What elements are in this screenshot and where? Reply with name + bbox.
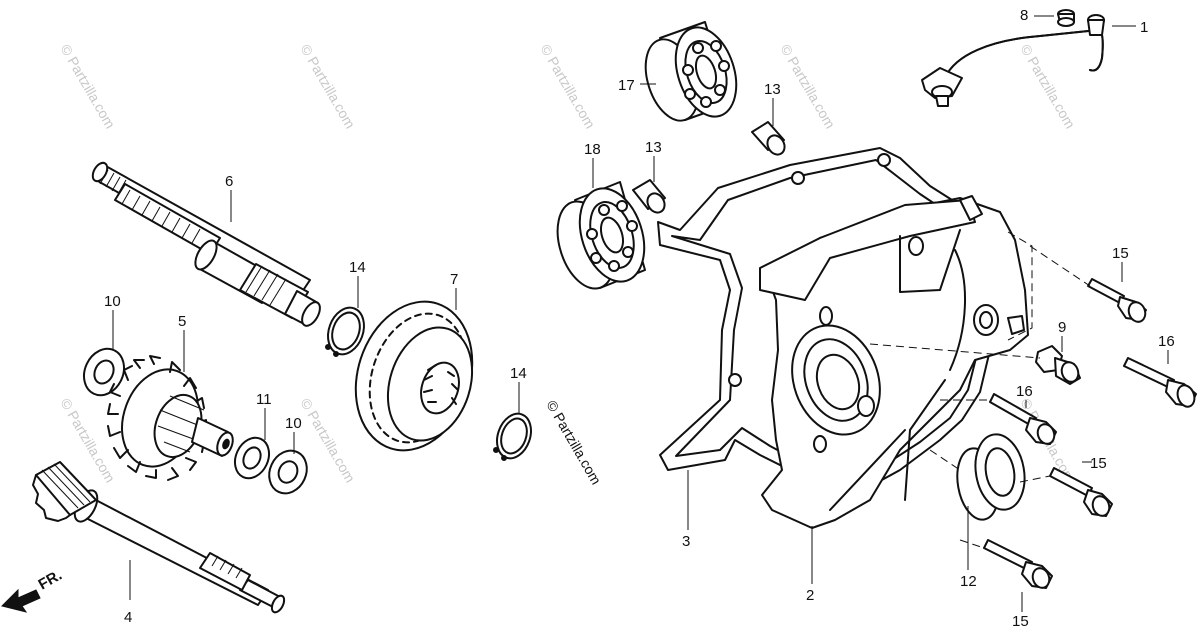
front-direction-arrow: FR.	[1, 567, 65, 613]
label-part-8: 8	[1020, 7, 1028, 24]
label-part-15-a: 15	[1112, 245, 1129, 262]
part-18-bearing	[556, 181, 646, 290]
part-15-bolt-b	[1049, 467, 1113, 517]
part-13-dowel-b	[751, 121, 786, 156]
label-part-15-b: 15	[1090, 455, 1107, 472]
part-4-shaft	[32, 461, 286, 614]
watermark-5: © Partzilla.com	[1017, 42, 1078, 132]
label-part-6: 6	[225, 173, 233, 190]
label-part-2: 2	[806, 587, 814, 604]
leader-lines	[112, 15, 1169, 612]
part-15-bolt-c	[983, 539, 1053, 589]
label-part-13-b: 13	[764, 81, 781, 98]
part-12-oil-seal	[956, 433, 1026, 521]
part-2-transmission-cover	[759, 195, 1029, 529]
label-part-10-b: 10	[285, 415, 302, 432]
front-marker-label: FR.	[36, 567, 65, 594]
label-part-18: 18	[584, 141, 601, 158]
label-part-7: 7	[450, 271, 458, 288]
label-part-16-a: 16	[1158, 333, 1175, 350]
label-part-13-a: 13	[645, 139, 662, 156]
part-17-bearing	[644, 21, 738, 122]
part-13-dowel-a	[632, 179, 666, 214]
part-16-bolt-a	[1123, 357, 1197, 408]
part-14-circlip-b	[493, 412, 532, 461]
part-10-washer-a	[83, 347, 125, 397]
label-part-12: 12	[960, 573, 977, 590]
label-part-4: 4	[124, 609, 132, 626]
watermark-3: © Partzilla.com	[537, 42, 598, 132]
part-number-labels: 1 8 6 5 10 11 10 14 7 14 4 17 18 13 13 3…	[104, 7, 1175, 630]
part-7-large-gear	[354, 300, 474, 452]
label-part-17: 17	[618, 77, 635, 94]
part-16-bolt-b	[989, 393, 1057, 445]
label-part-10-a: 10	[104, 293, 121, 310]
watermark-1: © Partzilla.com	[57, 42, 118, 132]
label-part-14-b: 14	[510, 365, 527, 382]
part-8-cap	[1057, 9, 1075, 27]
watermark-centre: © Partzilla.com	[543, 398, 604, 488]
label-part-16-b: 16	[1016, 383, 1033, 400]
part-1-breather-tube	[921, 14, 1105, 107]
part-11-washer	[233, 436, 271, 480]
part-6-countershaft	[91, 161, 321, 327]
label-part-9: 9	[1058, 319, 1066, 336]
part-15-bolt-a	[1087, 278, 1147, 323]
label-part-1: 1	[1140, 19, 1148, 36]
part-5-gear	[107, 355, 234, 481]
part-14-circlip-a	[325, 306, 365, 357]
part-9-bolt	[1035, 345, 1081, 385]
watermark-2: © Partzilla.com	[297, 42, 358, 132]
part-10-washer-b	[268, 449, 308, 495]
watermark-4: © Partzilla.com	[777, 42, 838, 132]
label-part-11: 11	[256, 391, 272, 408]
label-part-3: 3	[682, 533, 690, 550]
label-part-15-c: 15	[1012, 613, 1029, 630]
label-part-14-a: 14	[349, 259, 366, 276]
label-part-5: 5	[178, 313, 186, 330]
